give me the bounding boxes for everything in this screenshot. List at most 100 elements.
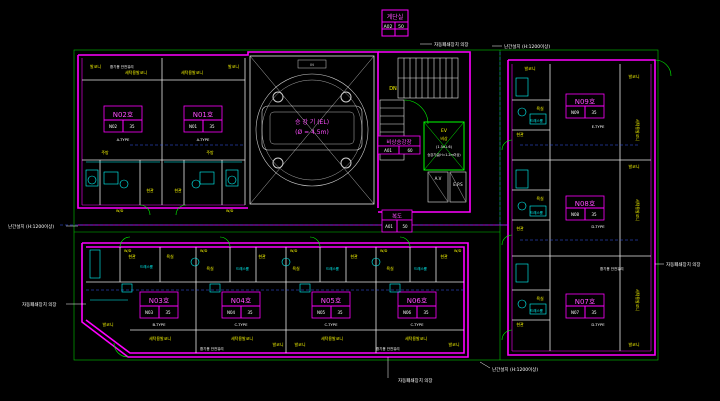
room-n09: N09호 N09 35 E-TYPE: [565, 93, 605, 129]
corridor-label: 복도: [392, 213, 402, 220]
room-n06-title: N06호: [407, 297, 428, 305]
r-dress-3: 드레스룸: [530, 308, 544, 313]
b-balcony-long-2: 세탁용발코니: [231, 335, 253, 341]
room-n03-title: N03호: [149, 297, 170, 305]
note-right-mid: 자동폐쇄장치 의장: [666, 261, 701, 268]
b-bath-2: 욕실: [206, 265, 214, 271]
av-label: A.V: [435, 176, 442, 181]
core-stair: [379, 57, 467, 203]
room-n03-type: B-TYPE: [153, 322, 167, 327]
room-n02: N02호 N02 35 A-TYPE: [103, 105, 143, 142]
elevator-hall-size: (Ø = 4.5m): [295, 129, 329, 136]
b-dress-2: 드레스룸: [236, 266, 250, 271]
room-n02-area: 35: [129, 124, 135, 129]
room-n08-title: N08호: [575, 200, 596, 208]
r-fixtures: [515, 77, 547, 315]
b-fan-note-1: 환기용 안전유리: [200, 346, 224, 351]
r-balcony-3: 발코니: [628, 163, 639, 169]
room-n04: N04호 N04 35 C-TYPE: [221, 291, 261, 327]
tl-balcony-a: 세탁용발코니: [125, 69, 147, 75]
room-n05: N05호 N05 35 C-TYPE: [311, 291, 351, 327]
room-n06-area: 35: [423, 310, 429, 315]
marker-wd-3: W/D: [124, 249, 132, 253]
tl-entrance-b: 현관: [174, 187, 182, 193]
room-n06-type: C-TYPE: [411, 322, 425, 327]
elevator-hall-mark: IN: [310, 63, 314, 67]
r-bath-1: 욕실: [536, 105, 544, 111]
door-swings: [113, 59, 672, 358]
room-n09-title: N09호: [575, 98, 596, 106]
room-n04-type: C-TYPE: [235, 322, 249, 327]
b-balcony-1: 발코니: [102, 321, 113, 327]
tl-fan-note: 환기용 안전유리: [110, 64, 134, 69]
room-n05-area: 35: [337, 310, 343, 315]
lift-shaft-type: 비상: [440, 135, 448, 141]
b-dress-4: 드레스룸: [414, 266, 428, 271]
r-balcony-2: 발코니: [628, 73, 639, 79]
room-n02-title: N02호: [113, 111, 134, 119]
b-bath-3: 욕실: [292, 265, 300, 271]
room-n09-code: N09: [571, 110, 580, 115]
b-fan-note-2: 환기용 안전유리: [376, 346, 400, 351]
tl-balcony-b: 세탁용발코니: [181, 69, 203, 75]
room-n03-code: N03: [145, 310, 154, 315]
note-bottom-right: 난간설치 (H:1200이상): [492, 366, 538, 373]
tl-kitchen-b: 주방: [206, 149, 214, 155]
room-n01-type: A-TYPE: [197, 137, 210, 142]
note-top-right: 난간설치 (H:1200이상): [504, 43, 550, 50]
r-balcony-long-3: 세탁용발코니: [635, 289, 641, 311]
b-bath-4: 욕실: [386, 265, 394, 271]
lift-lobby-box: 비상승강장 A01 60: [377, 135, 421, 155]
r-bath-3: 욕실: [536, 295, 544, 301]
room-n08-code: N08: [571, 212, 580, 217]
lift-shaft-size: (1.5x1.6): [436, 145, 453, 149]
room-partitions: [82, 58, 651, 353]
r-entrance-2: 현관: [516, 225, 524, 231]
tl-fixtures: [85, 161, 242, 189]
stair-title-code: A02: [384, 24, 393, 30]
b-entrance-2: 현관: [258, 253, 266, 259]
room-n09-area: 35: [591, 110, 597, 115]
stair-dn: DN: [389, 86, 397, 92]
r-balcony-long-2: 세탁용발코니: [635, 199, 641, 221]
b-balcony-2: 발코니: [272, 341, 283, 347]
lift-lobby-code: A01: [384, 148, 392, 153]
b-fixtures: [89, 249, 401, 301]
marker-wd-7: W/D: [454, 249, 462, 253]
tl-balcony-d: 발코니: [228, 63, 239, 69]
b-entrance-3: 현관: [350, 253, 358, 259]
room-n04-title: N04호: [231, 297, 252, 305]
note-left-mid: 난간설치 (H:1200이상): [8, 223, 54, 230]
b-bath-1: 욕실: [166, 253, 174, 259]
note-left-low: 자동폐쇄장치 의장: [22, 301, 57, 308]
b-balcony-3: 발코니: [294, 341, 305, 347]
note-top-center: 자동폐쇄장치 의장: [434, 41, 469, 48]
room-n02-code: N02: [109, 124, 118, 129]
b-entrance-1: 현관: [128, 253, 136, 259]
room-n07-code: N07: [571, 310, 580, 315]
room-n03-area: 35: [165, 310, 171, 315]
elevator-hall: IN 승 강 기 (EL) (Ø = 4.5m): [249, 55, 375, 205]
room-n06-code: N06: [403, 310, 412, 315]
lift-shaft-note: 승강기실(H=1.2m이상): [427, 152, 460, 157]
room-n01-code: N01: [189, 124, 198, 129]
tl-balcony-c: 발코니: [90, 63, 101, 69]
room-n07-title: N07호: [575, 298, 596, 306]
room-n01-title: N01호: [193, 111, 214, 119]
note-bottom-center: 자동폐쇄장치 의장: [398, 377, 433, 384]
room-n08-area: 35: [591, 212, 597, 217]
room-n07-area: 35: [591, 310, 597, 315]
room-n08: N08호 N08 35 D-TYPE: [565, 195, 605, 229]
room-n06: N06호 N06 35 C-TYPE: [397, 291, 437, 327]
room-n07: N07호 N07 35 D-TYPE: [565, 293, 605, 327]
b-entrance-4: 현관: [440, 253, 448, 259]
b-dress-3: 드레스룸: [326, 266, 340, 271]
tl-entrance-a: 현관: [146, 187, 154, 193]
room-n03: N03호 N03 35 B-TYPE: [139, 291, 179, 327]
b-balcony-long-1: 세탁용발코니: [149, 335, 171, 341]
stair-title-box: 계단실 A02 50: [381, 9, 409, 37]
r-entrance-3: 현관: [516, 321, 524, 327]
tl-kitchen-a: 주방: [101, 149, 109, 155]
lift-shaft: EV 비상 (1.5x1.6) 승강기실(H=1.2m이상): [423, 121, 465, 171]
